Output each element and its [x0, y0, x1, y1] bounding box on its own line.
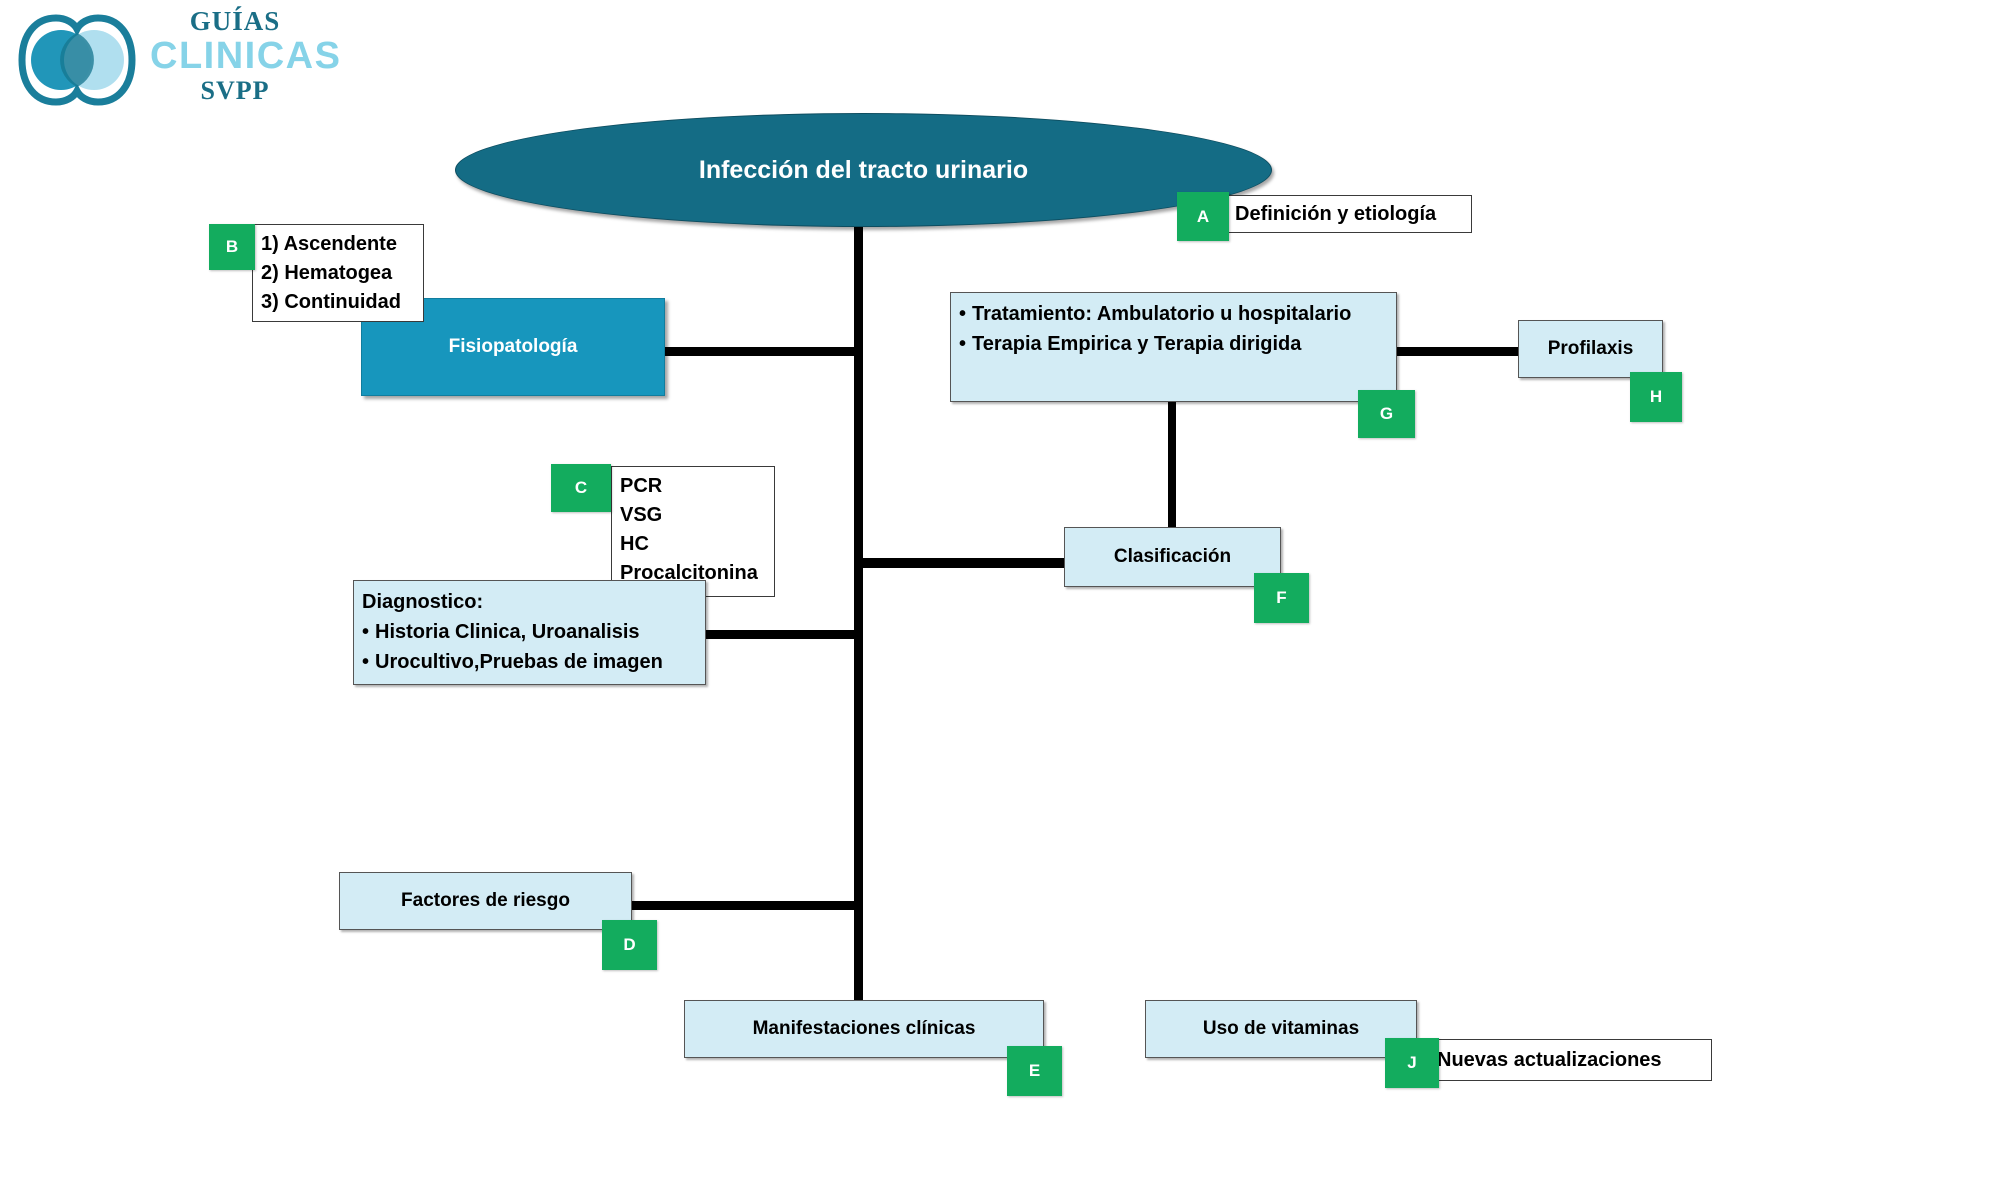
svpp-logo: GUÍAS CLINICAS SVPP	[10, 6, 340, 124]
badge-a[interactable]: A	[1177, 192, 1229, 241]
logo-line-svpp: SVPP	[200, 76, 270, 105]
badge-c-label: C	[574, 478, 588, 497]
node-diagnostico-line: Historia Clinica, Uroanalisis	[362, 617, 697, 647]
logo-circles-icon	[18, 14, 136, 106]
node-tratamiento-line: Tratamiento: Ambulatorio u hospitalario	[959, 299, 1388, 329]
badge-h-label: H	[1649, 387, 1663, 406]
node-profilaxis[interactable]: Profilaxis	[1518, 320, 1663, 378]
root-node-label: Infección del tracto urinario	[698, 155, 1029, 184]
node-clasificacion-label: Clasificación	[1113, 546, 1232, 567]
node-diagnostico[interactable]: Diagnostico: Historia Clinica, Uroanalis…	[353, 580, 706, 685]
root-node-infeccion-tracto-urinario[interactable]: Infección del tracto urinario	[455, 113, 1272, 227]
node-nuevas-actualizaciones[interactable]: Nuevas actualizaciones	[1430, 1039, 1712, 1081]
node-fisiopatologia-list[interactable]: 1) Ascendente 2) Hematogea 3) Continuida…	[252, 224, 424, 322]
badge-j-label: J	[1407, 1053, 1417, 1072]
list-item: Procalcitonina	[620, 562, 758, 584]
list-item: PCR	[620, 475, 663, 497]
node-tratamiento-line: Terapia Empirica y Terapia dirigida	[959, 329, 1388, 359]
list-item: HC	[620, 533, 649, 555]
node-uso-vitaminas-label: Uso de vitaminas	[1202, 1018, 1360, 1039]
list-item: 1) Ascendente	[261, 233, 397, 255]
logo-wordmark: GUÍAS CLINICAS SVPP	[150, 6, 342, 118]
list-item: 3) Continuidad	[261, 291, 401, 313]
connector-clasificacion	[858, 558, 1068, 568]
badge-a-label: A	[1196, 206, 1210, 226]
node-uso-vitaminas[interactable]: Uso de vitaminas	[1145, 1000, 1417, 1058]
badge-d-label: D	[623, 935, 636, 954]
connector-profilaxis	[1390, 347, 1518, 356]
connector-factores-riesgo	[628, 901, 860, 910]
node-manifestaciones-clinicas-label: Manifestaciones clínicas	[752, 1018, 976, 1039]
node-clasificacion[interactable]: Clasificación	[1064, 527, 1281, 587]
node-tratamiento[interactable]: Tratamiento: Ambulatorio u hospitalario …	[950, 292, 1397, 402]
node-nuevas-actualizaciones-label: Nuevas actualizaciones	[1437, 1048, 1662, 1071]
list-item: 2) Hematogea	[261, 262, 393, 284]
logo-line-guias: GUÍAS	[189, 6, 281, 36]
node-factores-riesgo-label: Factores de riesgo	[401, 890, 570, 911]
node-profilaxis-label: Profilaxis	[1547, 338, 1634, 359]
list-item: VSG	[620, 504, 663, 526]
node-diagnostico-line: Urocultivo,Pruebas de imagen	[362, 647, 697, 677]
badge-b[interactable]: B	[209, 224, 255, 270]
badge-j[interactable]: J	[1385, 1038, 1439, 1088]
badge-g[interactable]: G	[1358, 390, 1415, 438]
connector-diagnostico	[705, 630, 860, 639]
badge-d[interactable]: D	[602, 920, 657, 970]
node-definicion-etiologia[interactable]: Definición y etiología	[1228, 195, 1472, 233]
connector-spine-vertical	[854, 222, 863, 1002]
badge-b-label: B	[225, 237, 239, 256]
badge-c[interactable]: C	[551, 464, 611, 512]
badge-e-label: E	[1028, 1061, 1041, 1080]
node-laboratorio-list[interactable]: PCR VSG HC Procalcitonina	[611, 466, 775, 597]
node-definicion-etiologia-label: Definición y etiología	[1235, 202, 1437, 225]
badge-f[interactable]: F	[1254, 573, 1309, 623]
logo-line-clinicas: CLINICAS	[150, 35, 342, 77]
badge-h[interactable]: H	[1630, 372, 1682, 422]
connector-fisiopatologia	[664, 347, 860, 356]
badge-e[interactable]: E	[1007, 1046, 1062, 1096]
node-fisiopatologia-label: Fisiopatología	[448, 336, 578, 357]
node-diagnostico-heading: Diagnostico:	[362, 591, 484, 613]
badge-g-label: G	[1379, 404, 1394, 423]
connector-tratamiento-clasificacion	[1168, 402, 1176, 529]
node-factores-riesgo[interactable]: Factores de riesgo	[339, 872, 632, 930]
node-manifestaciones-clinicas[interactable]: Manifestaciones clínicas	[684, 1000, 1044, 1058]
badge-f-label: F	[1276, 588, 1287, 607]
